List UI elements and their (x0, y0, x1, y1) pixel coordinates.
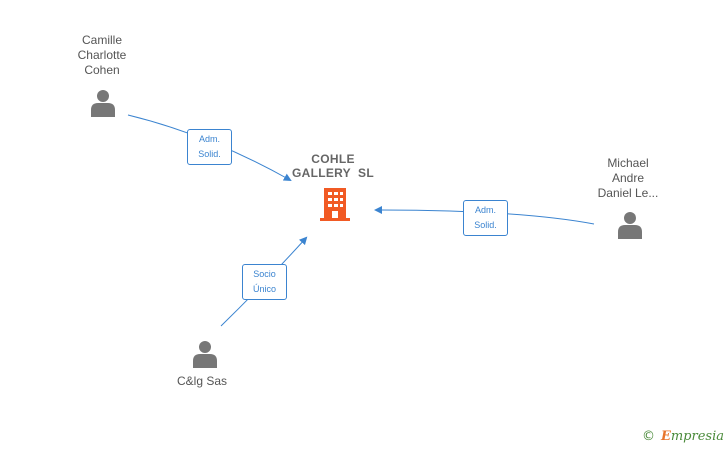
company-name[interactable]: COHLE GALLERY SL (280, 152, 386, 180)
person-icon[interactable] (88, 88, 118, 118)
edge-label-line: Solid. (198, 149, 221, 159)
person-name-line: Charlotte (77, 48, 127, 62)
brand-name: mpresia (670, 429, 724, 444)
person-icon[interactable] (615, 210, 645, 240)
company-name-line1: COHLE (311, 152, 355, 166)
edge-label-line: Socio (253, 269, 276, 279)
edge-label-camille[interactable]: Adm. Solid. (187, 129, 232, 165)
person-name-line: C&lg Sas (176, 374, 228, 388)
person-icon[interactable] (190, 339, 220, 369)
edge-label-michael[interactable]: Adm. Solid. (463, 200, 508, 236)
person-name-camille[interactable]: Camille Charlotte Cohen (62, 33, 142, 78)
edge-label-clg[interactable]: Socio Único (242, 264, 287, 300)
person-name-line: Michael (607, 156, 649, 170)
company-name-line2: GALLERY SL (292, 166, 374, 180)
edge-label-line: Adm. (198, 134, 220, 144)
empresia-watermark: © Empresia (642, 429, 724, 444)
edge-label-line: Adm. (474, 205, 496, 215)
edge-label-line: Solid. (474, 220, 497, 230)
person-name-line: Daniel Le... (597, 186, 659, 200)
person-name-line: Cohen (84, 63, 120, 77)
edge-label-line: Único (252, 284, 276, 294)
copyright-symbol: © (641, 429, 655, 444)
person-name-line: Camille (81, 33, 122, 47)
person-name-line: Andre (611, 171, 645, 185)
person-name-clg[interactable]: C&lg Sas (162, 374, 242, 389)
person-name-michael[interactable]: Michael Andre Daniel Le... (582, 156, 674, 201)
building-icon[interactable] (318, 186, 352, 222)
brand-e-letter: E (660, 429, 671, 444)
